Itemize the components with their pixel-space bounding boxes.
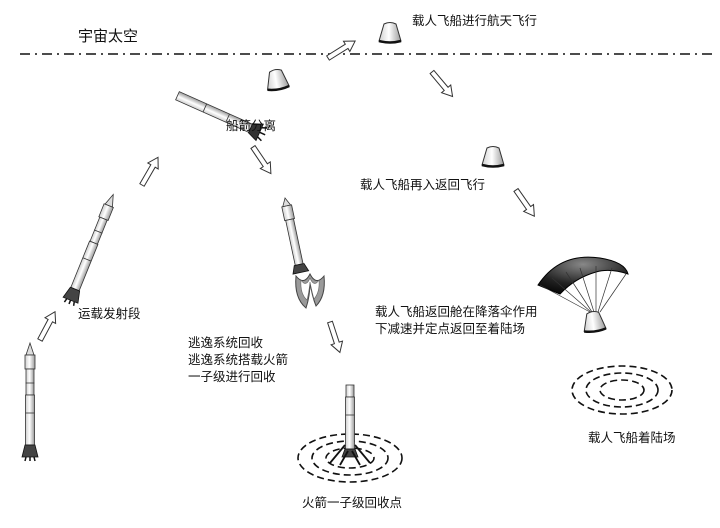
rocket-separating xyxy=(175,91,268,142)
capsule-reentry xyxy=(480,145,506,168)
flow-arrow-5 xyxy=(426,67,458,101)
flow-arrow-3 xyxy=(247,143,277,178)
parachute-label-2: 下减速并定点返回至着陆场 xyxy=(375,321,526,336)
stage-recovery-point-label: 火箭一子级回收点 xyxy=(302,495,403,510)
flow-arrow-4 xyxy=(324,35,359,64)
separated-capsule xyxy=(263,66,291,93)
escape-engine-flames xyxy=(295,272,325,309)
space-label: 宇宙太空 xyxy=(78,27,139,45)
parachute-canopy xyxy=(537,256,629,295)
parachute-label-1: 载人飞船返回舱在降落伞作用 xyxy=(375,304,538,319)
flow-arrow-6 xyxy=(510,186,540,221)
escape-recovery-label-1: 逃逸系统回收 xyxy=(188,335,264,350)
rocket-ascending xyxy=(60,190,122,308)
escape-recovery-label-2: 逃逸系统搭载火箭 xyxy=(188,352,289,367)
ascent-label: 运载发射段 xyxy=(78,306,141,321)
rocket-on-launch-pad xyxy=(21,342,39,462)
escape-system-descending xyxy=(281,197,310,275)
landed-first-stage xyxy=(329,384,371,466)
reentry-label: 载人飞船再入返回飞行 xyxy=(360,177,486,192)
escape-recovery-label-3: 一子级进行回收 xyxy=(188,369,276,384)
flow-arrow-2 xyxy=(136,153,164,189)
separation-label: 船箭分离 xyxy=(226,118,277,133)
landing-site-label: 载人飞船着陆场 xyxy=(588,430,676,445)
capsule-in-space xyxy=(377,21,403,44)
landing-site-rings xyxy=(571,365,673,415)
parachute-descent xyxy=(537,256,629,335)
spaceflight-label: 载人飞船进行航天飞行 xyxy=(412,13,538,28)
flow-arrow-1 xyxy=(34,308,61,344)
flow-arrow-7 xyxy=(323,319,347,355)
